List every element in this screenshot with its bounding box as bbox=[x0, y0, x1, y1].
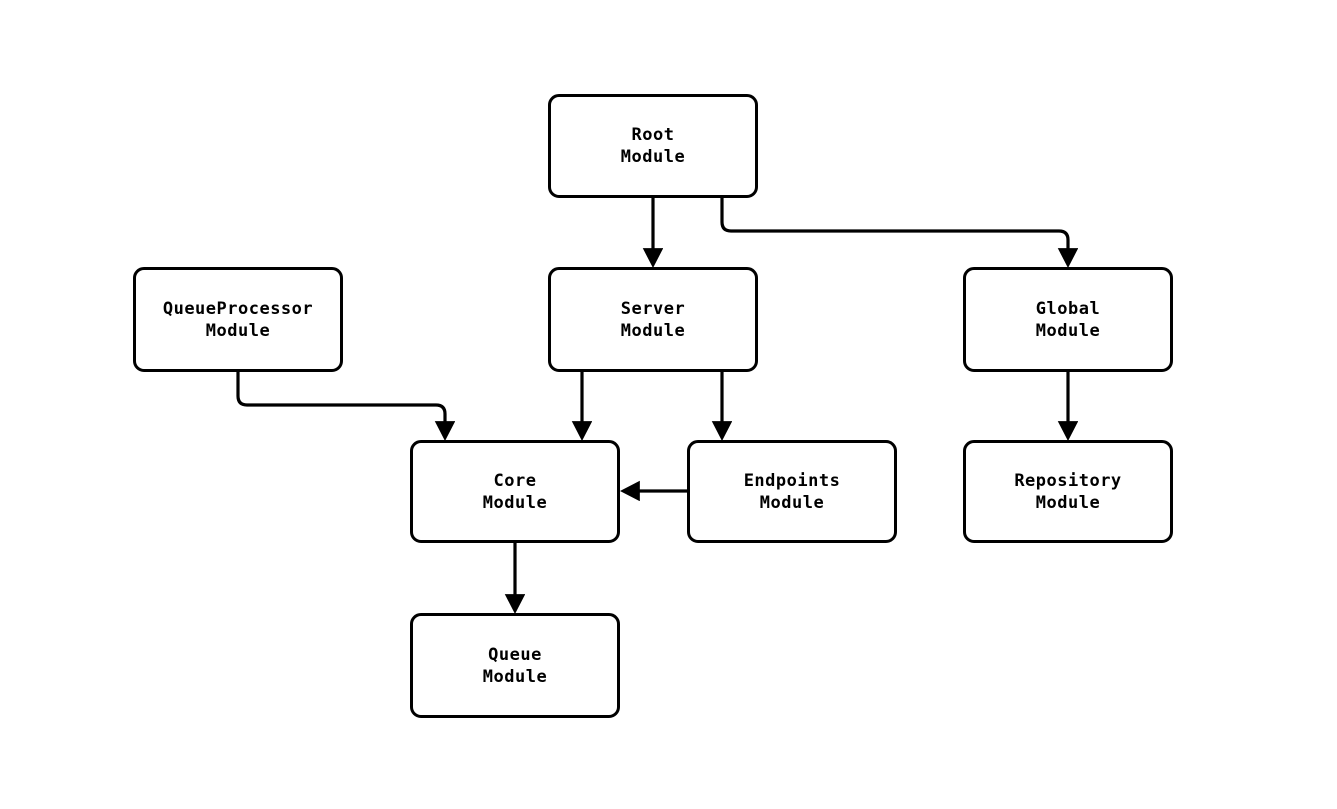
node-endpoints-module[interactable]: Endpoints Module bbox=[687, 440, 897, 543]
node-label-line2: Module bbox=[1035, 320, 1101, 341]
node-server-module[interactable]: Server Module bbox=[548, 267, 758, 372]
node-global-module[interactable]: Global Module bbox=[963, 267, 1173, 372]
node-repository-module[interactable]: Repository Module bbox=[963, 440, 1173, 543]
node-label-line1: Endpoints bbox=[743, 470, 841, 491]
node-label-line2: Module bbox=[759, 492, 825, 513]
node-label-line2: Module bbox=[620, 320, 686, 341]
node-label-line2: Module bbox=[482, 492, 548, 513]
node-label-line2: Module bbox=[205, 320, 271, 341]
node-label-line1: Repository bbox=[1014, 470, 1122, 491]
node-label-line2: Module bbox=[482, 666, 548, 687]
node-label-line1: Global bbox=[1035, 298, 1101, 319]
node-queue-module[interactable]: Queue Module bbox=[410, 613, 620, 718]
node-label-line2: Module bbox=[620, 147, 686, 167]
edge-queueprocessor-to-core bbox=[236, 372, 456, 441]
node-core-module[interactable]: Core Module bbox=[410, 440, 620, 543]
node-root-module[interactable]: Root Module bbox=[548, 94, 758, 198]
node-label-line1: Root bbox=[631, 125, 675, 145]
edge-root-to-global bbox=[720, 198, 1079, 268]
node-queueprocessor-module[interactable]: QueueProcessor Module bbox=[133, 267, 343, 372]
node-label-line1: Queue bbox=[488, 644, 542, 665]
node-label-line1: Core bbox=[493, 470, 537, 491]
node-label-line1: Server bbox=[620, 298, 686, 319]
node-label-line2: Module bbox=[1035, 492, 1101, 513]
node-label-line1: QueueProcessor bbox=[162, 298, 314, 319]
